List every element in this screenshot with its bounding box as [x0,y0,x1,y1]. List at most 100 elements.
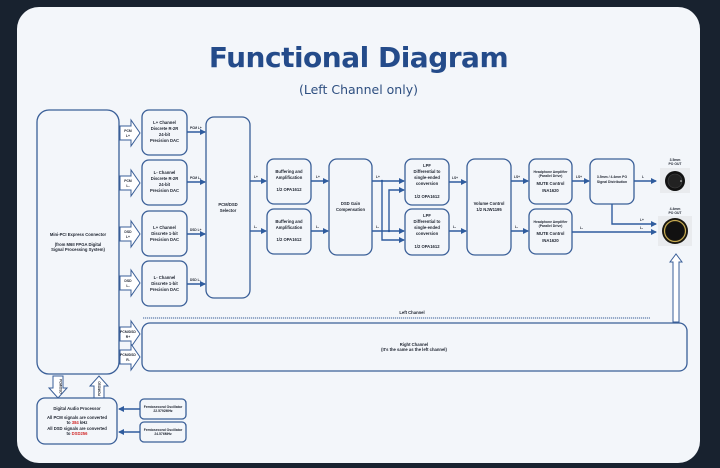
svg-text:MUTE Control: MUTE Control [537,181,565,186]
svg-text:22.5792MHz: 22.5792MHz [153,409,173,413]
svg-text:4.4mm: 4.4mm [670,207,681,211]
lpf-cross-connections: L+ L- [372,175,405,243]
svg-text:PCM/DSD: PCM/DSD [120,353,136,357]
svg-text:LS+: LS+ [514,175,520,179]
signal-distribution: 3.5mm / 4.4mm PO Signal Distribution [589,158,635,205]
svg-text:L-: L- [453,225,456,229]
dap-arrow-down: PCM/DSD [47,375,69,399]
svg-text:to 384 kHz: to 384 kHz [67,420,88,425]
svg-text:L-: L- [640,226,643,230]
svg-text:Amplification: Amplification [276,175,303,180]
svg-text:L+: L+ [126,134,130,138]
lpf-bottom: LPF Differential to single-ended convers… [404,208,450,256]
svg-text:Buffering and: Buffering and [275,219,303,224]
svg-text:1/2 OPA1612: 1/2 OPA1612 [414,244,440,249]
svg-text:PCM/DSD: PCM/DSD [98,381,102,396]
digital-audio-processor: Digital Audio Processor All PCM signals … [36,397,118,445]
svg-text:PCM/DSD: PCM/DSD [59,379,63,394]
svg-text:24-bit: 24-bit [159,182,171,187]
svg-text:L+ Channel: L+ Channel [153,225,176,230]
svg-text:L+: L+ [254,175,258,179]
svg-text:DSD: DSD [124,230,132,234]
svg-text:R+: R+ [126,335,130,339]
dac-lminus-1bit: L- Channel Discrete 1-bit Precision DAC [141,260,188,307]
svg-text:(Parallel Drive): (Parallel Drive) [539,174,563,178]
svg-text:Discrete R-2R: Discrete R-2R [151,176,178,181]
svg-text:DSD: DSD [124,279,132,283]
svg-text:Right Channel: Right Channel [400,342,428,347]
svg-text:(Parallel Drive): (Parallel Drive) [539,224,563,228]
svg-text:Headphone Amplifier: Headphone Amplifier [534,170,569,174]
svg-text:3.5mm / 4.4mm PO: 3.5mm / 4.4mm PO [597,175,628,179]
connector-title: Mini-PCI Express Connector [50,232,107,237]
svg-text:to DSD256: to DSD256 [67,431,89,436]
svg-text:1/2 NJW1195: 1/2 NJW1195 [476,207,502,212]
svg-text:(It's the same as the left cha: (It's the same as the left channel) [381,347,447,352]
input-arrow-pcm-lplus: PCM L+ [119,118,141,148]
input-arrows: PCM L+ PCM L- DSD L+ DSD L- PCM/DSD [119,118,141,372]
svg-text:Differential to: Differential to [414,219,441,224]
svg-text:L-: L- [376,225,379,229]
svg-text:Signal Distribution: Signal Distribution [597,180,627,184]
svg-text:DSD Gain: DSD Gain [341,201,361,206]
svg-text:L- Channel: L- Channel [154,170,176,175]
svg-text:L: L [642,175,644,179]
dap-arrow-up: PCM/DSD [88,375,110,399]
svg-text:conversion: conversion [416,181,439,186]
svg-text:L+: L+ [640,218,644,222]
input-arrow-pcm-dsd-rplus: PCM/DSD R+ [119,319,141,349]
svg-text:L-: L- [580,226,583,230]
svg-text:Headphone Amplifier: Headphone Amplifier [534,220,569,224]
svg-text:PCM/DSD: PCM/DSD [218,202,237,207]
volume-control: Volume Control 1/2 NJW1195 [466,158,512,256]
jack-4-4mm: 4.4mm PO OUT [658,207,692,246]
svg-text:24.576MHz: 24.576MHz [154,432,172,436]
svg-text:L+ Channel: L+ Channel [153,120,176,125]
page-title: Functional Diagram [208,41,509,74]
svg-text:L-: L- [126,284,129,288]
dsd-gain-compensation: DSD Gain Compensation [328,158,373,256]
svg-text:Buffering and: Buffering and [275,169,303,174]
dac-lplus-1bit: L+ Channel Discrete 1-bit Precision DAC [141,210,188,257]
left-channel-separator: Left Channel [143,310,650,319]
svg-text:LPF: LPF [423,163,431,168]
svg-text:LS+: LS+ [576,175,582,179]
svg-text:Compensation: Compensation [336,207,366,212]
svg-text:All DSD signals are converted: All DSD signals are converted [47,426,107,431]
input-arrow-pcm-lminus: PCM L- [119,168,141,198]
svg-text:LPF: LPF [423,213,431,218]
svg-text:L+: L+ [316,175,320,179]
svg-text:conversion: conversion [416,231,439,236]
svg-text:L-: L- [254,225,257,229]
svg-text:Selector: Selector [220,208,237,213]
svg-text:PCM L-: PCM L- [190,176,201,180]
svg-text:single-ended: single-ended [414,175,440,180]
buffer-amp-top: Buffering and Amplification 1/2 OPA1612 [266,158,312,205]
svg-text:DSD L-: DSD L- [190,278,201,282]
svg-text:L+: L+ [376,175,380,179]
svg-text:L- Channel: L- Channel [154,275,176,280]
svg-text:Precision DAC: Precision DAC [150,287,179,292]
svg-text:LS+: LS+ [452,176,458,180]
right-channel-feed-arrow [669,253,683,323]
svg-text:Digital Audio Processor: Digital Audio Processor [53,406,101,411]
input-arrow-dsd-lminus: DSD L- [119,268,141,298]
svg-text:Precision DAC: Precision DAC [150,138,179,143]
svg-text:3.5mm: 3.5mm [670,158,681,162]
oscillator-22m: Femtosecond Oscillator 22.5792MHz [139,398,187,420]
svg-text:PO OUT: PO OUT [669,162,683,166]
svg-text:PCM/DSD: PCM/DSD [120,330,136,334]
svg-text:PO OUT: PO OUT [669,211,683,215]
left-channel-label: Left Channel [399,310,424,315]
dac-lplus-r2r: L+ Channel Discrete R-2R 24-bit Precisio… [141,109,188,156]
svg-text:1/2 OPA1612: 1/2 OPA1612 [276,237,302,242]
svg-text:1/2 OPA1612: 1/2 OPA1612 [276,187,302,192]
svg-text:INA1620: INA1620 [542,238,559,243]
svg-text:Femtosecond Oscillator: Femtosecond Oscillator [144,405,183,409]
dac-output-lines: PCM L+ PCM L- DSD L+ DSD L- [187,126,206,287]
headphone-amp-bottom: Headphone Amplifier (Parallel Drive) MUT… [528,208,573,255]
svg-text:Discrete 1-bit: Discrete 1-bit [151,281,178,286]
svg-text:Femtosecond Oscillator: Femtosecond Oscillator [144,428,183,432]
svg-text:24-bit: 24-bit [159,132,171,137]
svg-text:R-: R- [126,358,130,362]
